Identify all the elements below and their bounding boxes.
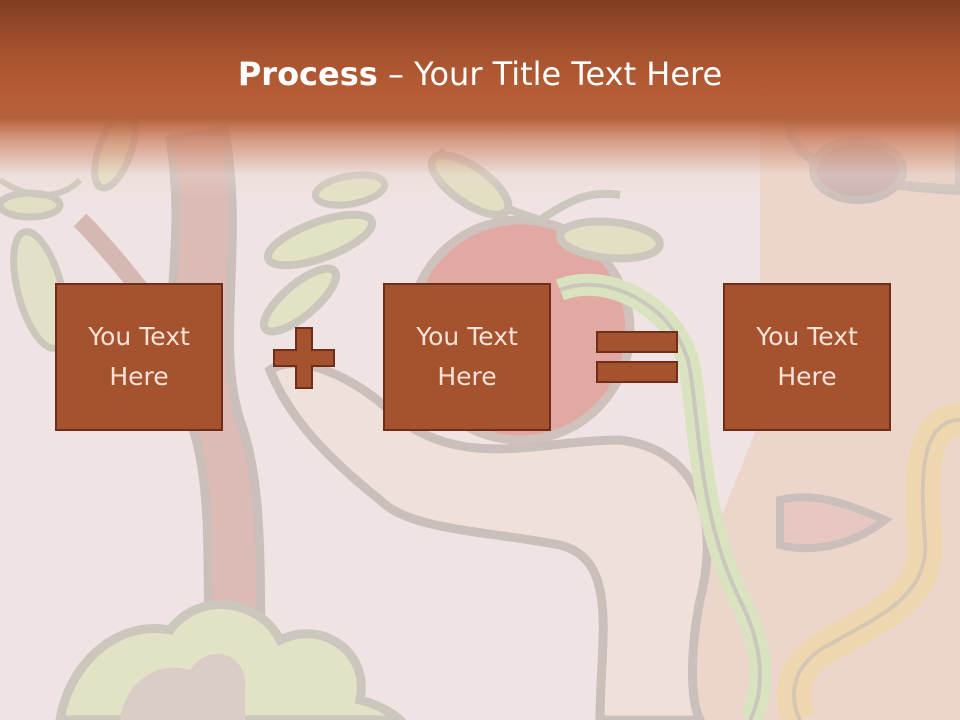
process-box-2[interactable]: You Text Here bbox=[383, 283, 551, 431]
process-box-3-text: You Text Here bbox=[756, 322, 858, 391]
plus-icon bbox=[273, 327, 335, 389]
title-bar bbox=[0, 0, 960, 200]
slide-title: Process – Your Title Text Here bbox=[0, 52, 960, 96]
title-rest: – Your Title Text Here bbox=[377, 55, 723, 93]
process-box-1-text: You Text Here bbox=[88, 322, 190, 391]
equals-icon bbox=[596, 331, 678, 383]
process-box-3[interactable]: You Text Here bbox=[723, 283, 891, 431]
process-box-2-text: You Text Here bbox=[416, 322, 518, 391]
process-box-1[interactable]: You Text Here bbox=[55, 283, 223, 431]
title-bold: Process bbox=[237, 55, 378, 93]
